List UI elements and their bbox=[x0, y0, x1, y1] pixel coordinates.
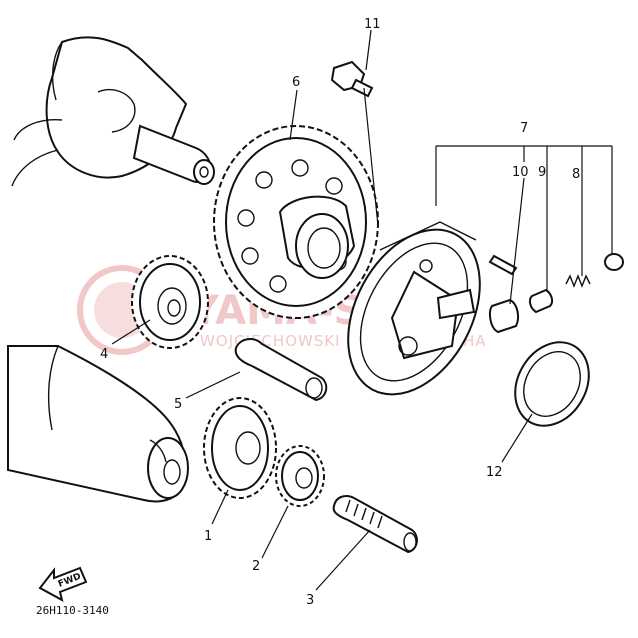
clutch-roller bbox=[489, 298, 519, 334]
starter-clutch-assembly bbox=[347, 221, 481, 396]
callout-9: 9 bbox=[538, 165, 546, 180]
splined-shaft bbox=[332, 495, 418, 554]
starter-gear bbox=[203, 397, 277, 499]
clutch-pin bbox=[488, 254, 518, 276]
callout-11: 11 bbox=[364, 17, 381, 32]
spring-cap bbox=[604, 253, 624, 271]
spring bbox=[565, 274, 591, 288]
callout-3: 3 bbox=[306, 593, 314, 608]
callout-2: 2 bbox=[252, 559, 260, 574]
callout-7: 7 bbox=[520, 121, 528, 136]
callout-5: 5 bbox=[174, 397, 182, 412]
starter-wheel-gear bbox=[213, 125, 379, 319]
callouts: 11 6 7 10 9 8 4 5 1 2 3 12 bbox=[100, 17, 580, 608]
crankshaft bbox=[11, 36, 215, 187]
fwd-arrow-icon: FWD bbox=[38, 566, 88, 602]
idler-gear bbox=[131, 255, 209, 349]
idler-shaft bbox=[234, 338, 328, 402]
leader-lines bbox=[111, 29, 613, 591]
callout-8: 8 bbox=[572, 167, 580, 182]
small-gear bbox=[275, 445, 325, 507]
plunger bbox=[528, 288, 554, 314]
crankcase-shaft bbox=[7, 345, 189, 503]
washer bbox=[514, 341, 590, 427]
callout-4: 4 bbox=[100, 347, 108, 362]
callout-6: 6 bbox=[292, 75, 300, 90]
part-code: 26H110-3140 bbox=[36, 604, 109, 617]
callout-12: 12 bbox=[486, 465, 503, 480]
bolt bbox=[330, 60, 374, 98]
callout-1: 1 bbox=[204, 529, 212, 544]
callout-10: 10 bbox=[512, 165, 529, 180]
